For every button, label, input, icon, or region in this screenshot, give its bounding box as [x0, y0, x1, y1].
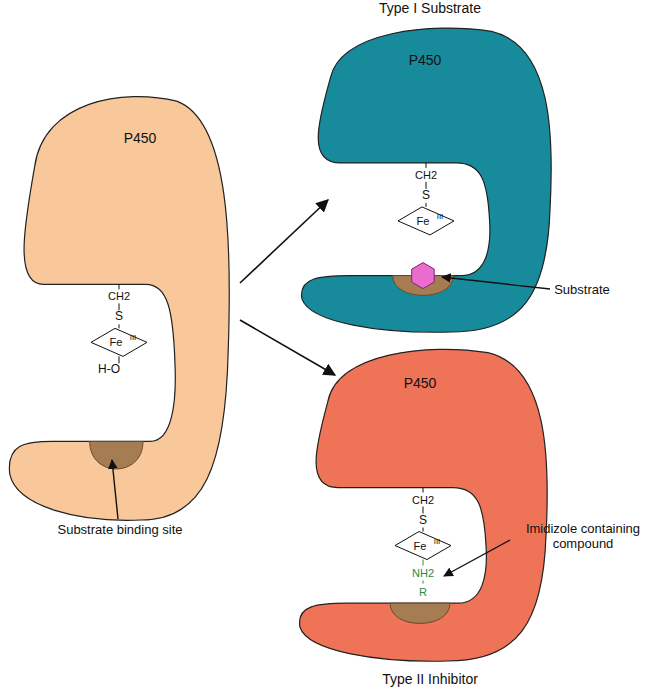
bond-line [423, 528, 424, 532]
protein-name: P450 [404, 375, 437, 391]
bond-line [423, 560, 424, 566]
bond-line [119, 356, 120, 363]
chemical-label: R [419, 585, 427, 598]
panel-heading: Type I Substrate [379, 0, 481, 16]
chemical-label: CH2 [412, 493, 434, 506]
bond-line [119, 303, 120, 310]
chemical-label: NH2 [412, 566, 434, 579]
binding-site [390, 603, 450, 623]
protein-name: P450 [409, 52, 442, 68]
chemical-label: III [130, 334, 137, 343]
protein-shape: P450CH2S Fe III H-O [8, 88, 230, 520]
chemical-label: Fe [110, 336, 123, 349]
substrate-hexagon [412, 263, 435, 289]
protein-body [9, 97, 229, 521]
callout-label: Substrate binding site [57, 523, 182, 538]
callout-label: Imidizole containing compound [514, 522, 652, 552]
bond-line [119, 324, 120, 328]
panel-heading: Type II Inhibitor [382, 671, 478, 687]
bond-line [119, 284, 120, 289]
bond-line [423, 581, 424, 584]
heme-ring [395, 532, 451, 560]
protein-name: P450 [124, 130, 157, 146]
bond-line [426, 203, 427, 207]
protein-shape: P450Type II InhibitorCH2SFeIIINH2R [298, 343, 548, 661]
heme-ring [398, 207, 454, 235]
bond-line [423, 507, 424, 514]
chemical-label: H-O [98, 363, 120, 377]
protein-body [300, 349, 548, 661]
heme-ring [91, 328, 147, 356]
chemical-label: S [115, 310, 123, 324]
chemical-label: Fe [414, 539, 427, 552]
heme-group [8, 88, 230, 520]
chemical-label: CH2 [108, 290, 130, 303]
bond-line [426, 163, 427, 168]
reaction-arrow [240, 200, 328, 283]
chemical-label: Fe [417, 215, 430, 228]
chemical-label: S [419, 514, 427, 528]
callout-label: Substrate [554, 283, 610, 298]
protein-body [302, 28, 552, 332]
chemical-label: CH2 [415, 169, 437, 182]
binding-site [90, 441, 143, 468]
chemical-label: III [434, 537, 441, 546]
reaction-arrow [240, 320, 335, 375]
bond-line [426, 182, 427, 189]
chemical-label: III [437, 212, 444, 221]
bond-line [423, 488, 424, 493]
chemical-label: S [422, 189, 430, 203]
